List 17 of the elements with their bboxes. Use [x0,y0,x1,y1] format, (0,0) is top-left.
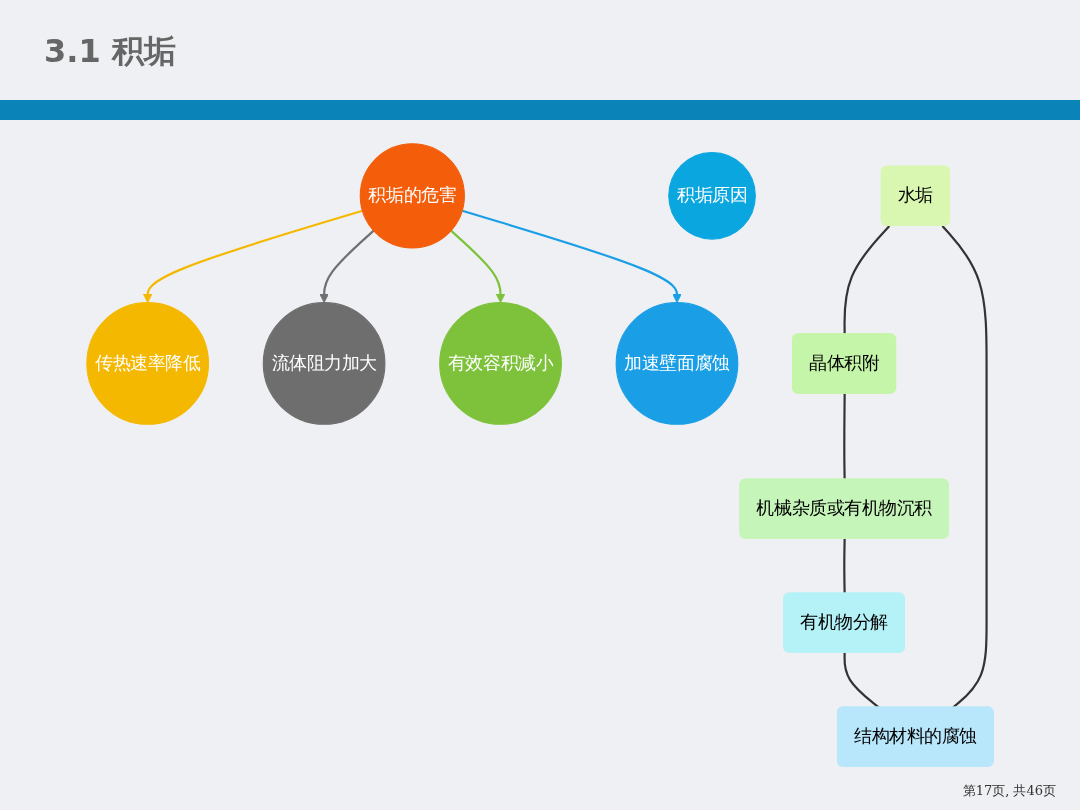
arrow [461,209,682,304]
connector [843,652,880,709]
node-circle: 加速壁面腐蚀 [615,302,739,425]
page-number: 第17页, 共46页 [962,782,1056,800]
connector [843,393,846,480]
arrow [319,229,375,304]
arrow [142,209,363,304]
node-circle: 积垢原因 [668,152,756,240]
node-circle: 积垢的危害 [359,143,465,249]
connector [941,225,988,709]
arrow [450,229,506,304]
connector [843,225,891,335]
node-circle: 传热速率降低 [86,302,210,425]
node-circle: 有效容积减小 [439,302,562,425]
node-circle: 流体阻力加大 [262,302,386,425]
slide-title: 3.1 积垢 [44,31,176,72]
connector [843,538,846,594]
